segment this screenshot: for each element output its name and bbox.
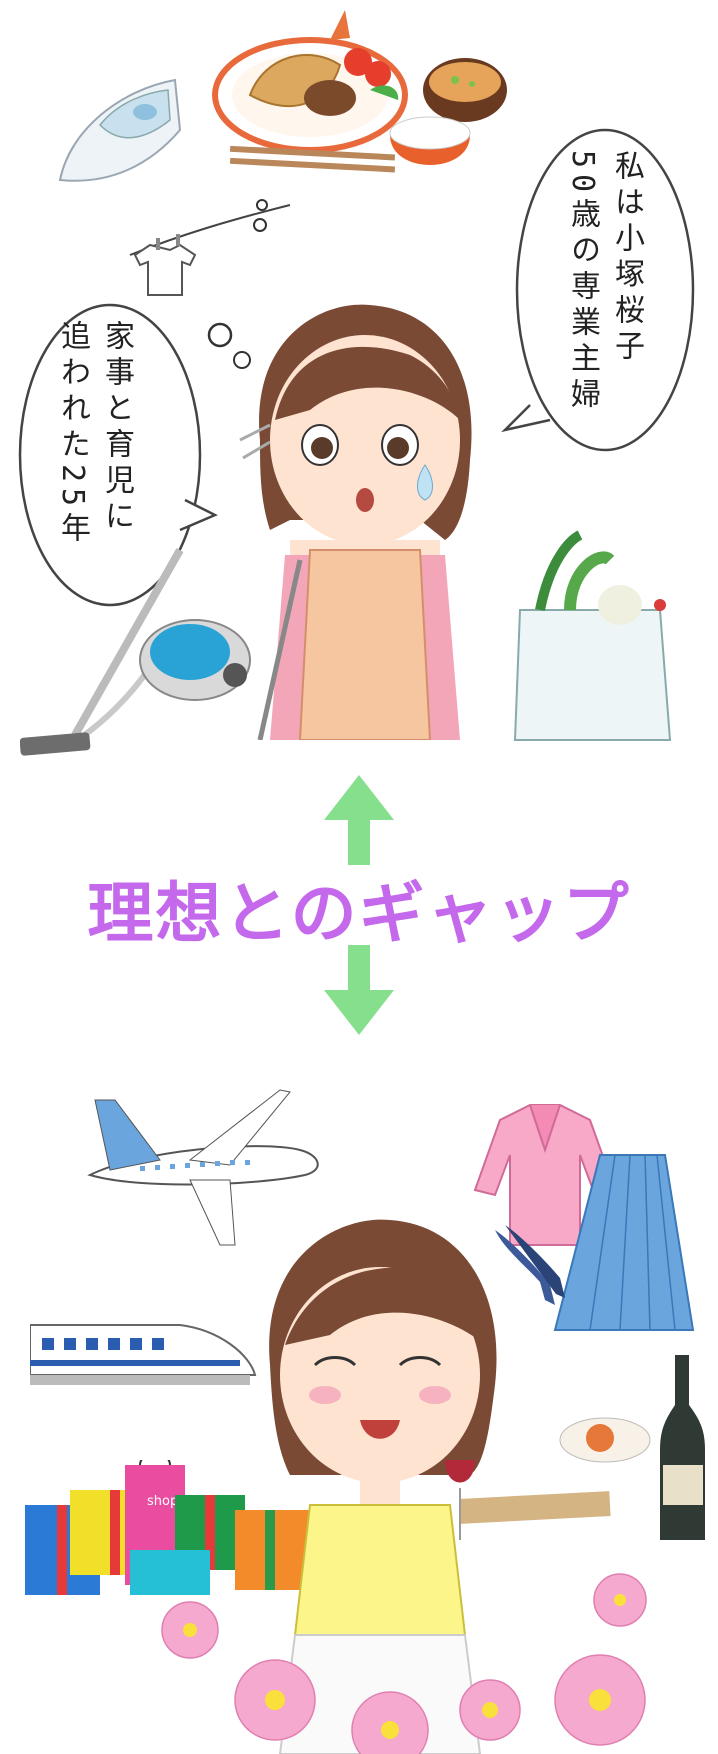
- chores-line-2: 追われた25年: [55, 320, 90, 549]
- grocery-bag-icon: [513, 530, 672, 741]
- meal-tray-icon: [212, 10, 507, 173]
- airplane-icon: [87, 1089, 319, 1246]
- bullet-train-icon: [30, 1324, 257, 1385]
- thought-dots: [207, 199, 268, 369]
- shop-bag-label: shop: [147, 1494, 178, 1509]
- intro-line-2: 50歳の専業主婦: [565, 150, 600, 415]
- chores-text: 家事と育児に 追われた25年: [50, 320, 138, 600]
- skirt-icon: [553, 1154, 695, 1331]
- happy-woman: [269, 1219, 497, 1754]
- iron-icon: [58, 78, 182, 182]
- page-title: 理想とのギャップ: [87, 875, 631, 952]
- intro-line-1: 私は小塚桜子: [609, 150, 644, 366]
- chores-line-1: 家事と育児に: [99, 320, 134, 536]
- arrow-down-shape: [324, 945, 394, 1035]
- arrow-up-shape: [324, 775, 394, 865]
- speech-bubble-chores: [18, 303, 218, 607]
- intro-text: 私は小塚桜子 50歳の専業主婦: [560, 150, 648, 450]
- heels-icon: [495, 1225, 565, 1305]
- blouse-icon: [473, 1104, 617, 1246]
- cosmos-flower-icon: [161, 1573, 647, 1754]
- vacuum-cleaner-icon: [20, 548, 251, 756]
- gift-boxes-icon: shop: [25, 1460, 310, 1595]
- speech-bubble-intro: [501, 128, 695, 452]
- speed-lines: [239, 423, 271, 460]
- laundry-line-icon: [129, 204, 291, 296]
- arrow-down-icon: [324, 945, 394, 1035]
- tired-housewife: [257, 304, 472, 740]
- wine-bottle-icon: [660, 1355, 705, 1540]
- arrow-up-icon: [324, 775, 394, 865]
- wine-and-food: [445, 1417, 651, 1540]
